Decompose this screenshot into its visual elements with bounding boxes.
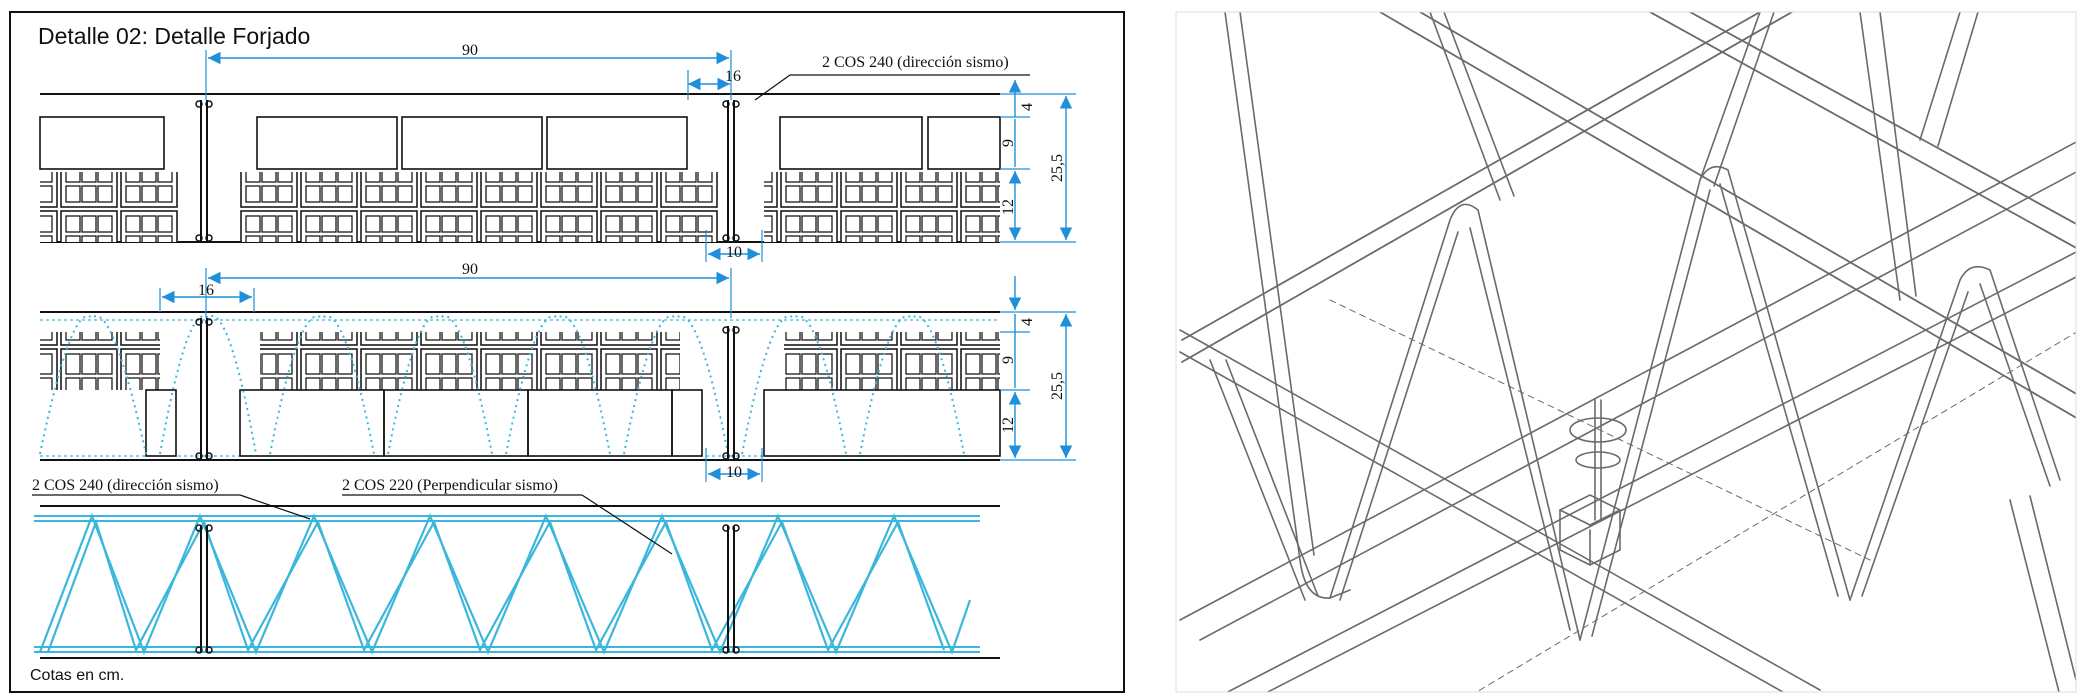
cellular-blocks (240, 172, 720, 242)
anchor-block (1559, 399, 1627, 566)
detail-title: Detalle 02: Detalle Forjado (38, 23, 310, 49)
dimension-interaxis-value: 90 (462, 261, 478, 278)
slab-section-1: 90 16 10 2 COS 240 (dirección sismo) (39, 42, 1076, 262)
dimension-bottom-rib (705, 448, 763, 482)
lower-block (671, 389, 703, 457)
reinforcement-label: 2 COS 240 (dirección sismo) (822, 54, 1009, 71)
rib-right (722, 326, 740, 460)
slab-section-2: 90 16 10 (39, 261, 1076, 482)
leader-line (754, 74, 791, 101)
upper-block (256, 116, 398, 170)
cellular-blocks (40, 172, 180, 242)
lower-block (763, 389, 1001, 457)
vertical-dimensions (1000, 80, 1076, 243)
dimension-upper-block-value: 9 (1000, 139, 1017, 147)
dimension-topping-value: 4 (1019, 103, 1036, 111)
upper-block (546, 116, 688, 170)
vertical-dimensions (1000, 276, 1076, 461)
upper-block (401, 116, 543, 170)
perpendicular-direction-label: 2 COS 220 (Perpendicular sismo) (342, 477, 558, 494)
lower-block (145, 389, 177, 457)
truss-diagonals (38, 512, 972, 656)
dimension-rib-width (159, 288, 255, 312)
dimension-lower-block-value: 12 (1000, 417, 1017, 433)
upper-block (39, 116, 165, 170)
rib-left (195, 318, 213, 460)
leader-line (581, 494, 673, 555)
truss-legs (1209, 12, 2076, 692)
dimension-rib-width (687, 70, 730, 100)
upper-block (927, 116, 1001, 170)
dimension-bottom-rib-value: 10 (726, 244, 742, 261)
cellular-blocks (764, 172, 1000, 242)
dimension-interaxis (205, 50, 732, 100)
dimension-lower-block-value: 12 (1000, 199, 1017, 215)
units-note: Cotas en cm. (30, 667, 124, 684)
dimension-upper-block-value: 9 (1000, 356, 1017, 364)
model-view (1175, 11, 2077, 693)
model-view-frame (1175, 11, 2077, 693)
truss-elevation: 2 COS 240 (dirección sismo) 2 COS 220 (P… (32, 477, 1000, 659)
elevation-rib-right (722, 524, 740, 654)
dimension-bottom-rib-value: 10 (726, 464, 742, 481)
dimension-topping-value: 4 (1019, 318, 1036, 326)
cellular-blocks (260, 332, 680, 390)
lower-chord-tubes (1179, 141, 2076, 692)
rib-right (722, 100, 740, 242)
rib-left (195, 100, 213, 242)
seismic-direction-label: 2 COS 240 (dirección sismo) (32, 477, 219, 494)
dimension-rib-value: 16 (725, 68, 741, 85)
upper-crossing-bars (1181, 12, 2076, 419)
dimension-total-value: 25,5 (1049, 372, 1066, 400)
dimension-interaxis-value: 90 (462, 42, 478, 59)
leader-line (239, 494, 311, 520)
elevation-rib-left (195, 524, 213, 654)
cellular-blocks (784, 332, 1000, 390)
upper-block (779, 116, 923, 170)
dimension-rib-value: 16 (198, 282, 214, 299)
detail-panel: Detalle 02: Detalle Forjado Cotas en cm. (9, 11, 1125, 693)
cellular-blocks (40, 332, 160, 390)
dimension-bottom-rib (705, 230, 763, 262)
dimension-total-value: 25,5 (1049, 154, 1066, 182)
